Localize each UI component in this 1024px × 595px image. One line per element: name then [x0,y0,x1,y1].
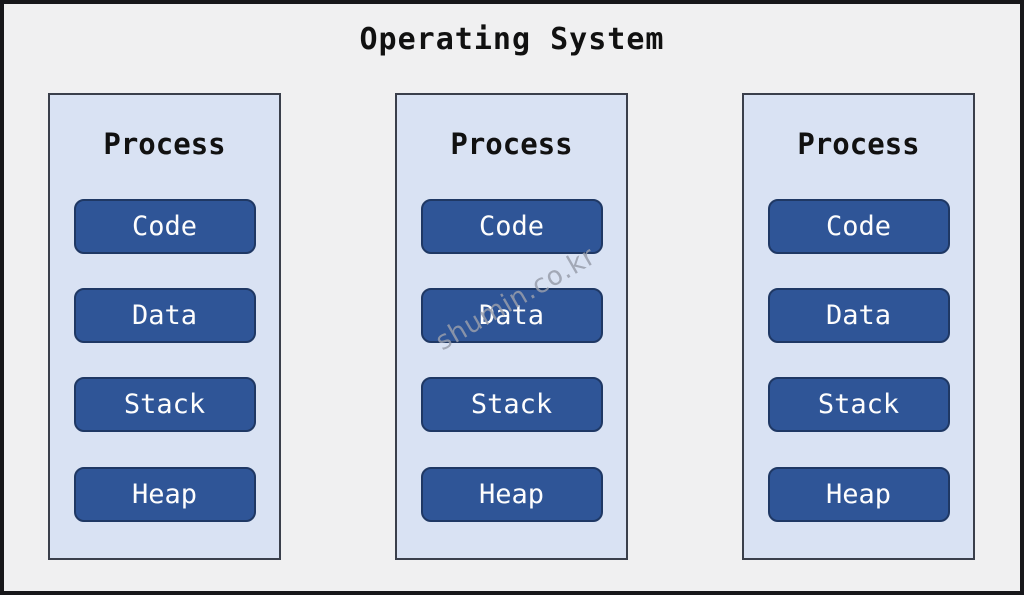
segment-box-code: Code [73,199,256,254]
process-panel-1: Process Code Data Stack Heap [48,93,281,560]
segment-box-stack: Stack [73,377,256,432]
segment-box-data: Data [73,288,256,343]
process-panel-3: Process Code Data Stack Heap [742,93,975,560]
segment-box-heap: Heap [420,467,603,522]
segment-box-data: Data [420,288,603,343]
process-title: Process [450,127,573,161]
segment-box-stack: Stack [420,377,603,432]
segment-box-code: Code [767,199,950,254]
process-title: Process [797,127,920,161]
segment-box-data: Data [767,288,950,343]
page-title: Operating System [359,22,665,57]
segment-box-heap: Heap [767,467,950,522]
segment-box-heap: Heap [73,467,256,522]
segment-box-code: Code [420,199,603,254]
process-panel-2: Process Code Data Stack Heap [395,93,628,560]
segment-box-stack: Stack [767,377,950,432]
process-title: Process [103,127,226,161]
